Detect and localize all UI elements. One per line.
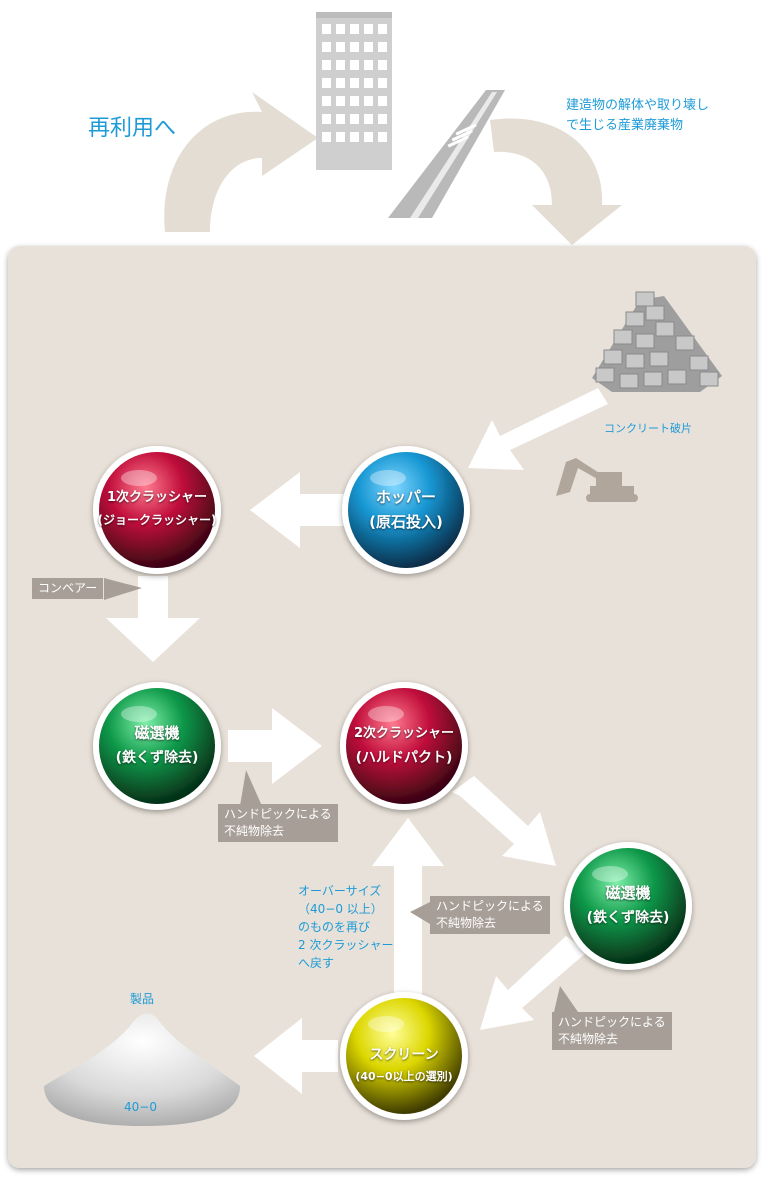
oversize-note-line2: （40−0 以上） [298, 902, 383, 916]
handpick3-tag-line2: 不純物除去 [558, 1032, 619, 1046]
hopper-label: ホッパー (原石投入) [346, 486, 466, 532]
waste-label-line1: 建造物の解体や取り壊し [566, 98, 710, 113]
handpick1-tag-pointer [240, 770, 262, 806]
handpick3-tag-line1: ハンドピックによる [558, 1015, 666, 1029]
crusher2-label-line1: 2次クラッシャー [353, 726, 455, 741]
handpick3-tag: ハンドピックによる 不純物除去 [552, 1012, 672, 1050]
magnet1-label-line1: 磁選機 [134, 724, 180, 742]
handpick1-tag: ハンドピックによる 不純物除去 [218, 804, 338, 842]
conveyor-down-arrow [106, 576, 200, 662]
magnet1-node [93, 682, 221, 810]
handpick2-tag: ハンドピックによる 不純物除去 [430, 896, 550, 934]
oversize-note: オーバーサイズ （40−0 以上） のものを再び 2 次クラッシャー へ戻す [298, 882, 393, 972]
crusher2-node [340, 682, 468, 810]
building-icon [316, 12, 392, 170]
oversize-return-arrow [372, 818, 444, 1010]
hopper-node [342, 446, 470, 574]
product-pile-icon [44, 1013, 240, 1126]
waste-curved-arrow [490, 118, 622, 245]
magnet2-to-screen-arrow [480, 936, 588, 1030]
conveyor-tag-pointer [104, 578, 142, 600]
magnet2-label-line1: 磁選機 [605, 884, 651, 902]
road-icon [388, 90, 505, 218]
reuse-curved-arrow [164, 92, 318, 232]
handpick1-tag-line2: 不純物除去 [224, 824, 285, 838]
oversize-note-line5: へ戻す [298, 956, 335, 970]
hopper-to-crusher1-arrow [250, 472, 344, 548]
handpick2-tag-pointer [410, 902, 430, 924]
concrete-rubble-icon [592, 291, 722, 392]
handpick2-tag-line2: 不純物除去 [436, 916, 497, 930]
crusher2-to-magnet2-arrow [452, 776, 556, 866]
magnet2-node [564, 842, 692, 970]
crusher1-label-line2: (ジョークラッシャー) [97, 513, 217, 527]
crusher2-label-line2: (ハルドパクト) [355, 750, 453, 766]
magnet1-label: 磁選機 (鉄くず除去) [97, 722, 217, 767]
crusher1-label: 1次クラッシャー (ジョークラッシャー) [92, 486, 222, 528]
concrete-label: コンクリート破片 [604, 422, 692, 435]
handpick2-tag-line1: ハンドピックによる [436, 899, 544, 913]
crusher1-node [93, 446, 221, 574]
reuse-label: 再利用へ [88, 116, 177, 141]
waste-label-line2: で生じる産業廃棄物 [566, 118, 684, 133]
screen-node [340, 992, 468, 1120]
excavator-icon [556, 458, 638, 502]
screen-label-line2: (40−0以上の選別) [355, 1070, 453, 1083]
oversize-note-line4: 2 次クラッシャー [298, 938, 394, 952]
screen-label-line1: スクリーン [369, 1047, 439, 1063]
screen-label: スクリーン (40−0以上の選別) [339, 1044, 469, 1084]
handpick3-tag-pointer [554, 986, 578, 1012]
crusher1-label-line1: 1次クラッシャー [106, 490, 208, 505]
oversize-note-line1: オーバーサイズ [298, 884, 382, 898]
product-title: 製品 [130, 992, 155, 1006]
magnet2-label: 磁選機 (鉄くず除去) [568, 882, 688, 927]
magnet2-label-line2: (鉄くず除去) [586, 910, 670, 926]
magnet1-to-crusher2-arrow [228, 708, 322, 784]
handpick1-tag-line1: ハンドピックによる [224, 807, 332, 821]
screen-to-product-arrow [254, 1018, 338, 1094]
hopper-label-line2: (原石投入) [369, 513, 443, 531]
oversize-note-line3: のものを再び [298, 920, 371, 934]
product-size: 40−0 [124, 1100, 157, 1114]
hopper-label-line1: ホッパー [375, 488, 436, 506]
crusher2-label: 2次クラッシャー (ハルドパクト) [339, 722, 469, 767]
rubble-to-hopper-arrow [468, 388, 608, 470]
magnet1-label-line2: (鉄くず除去) [115, 750, 199, 766]
conveyor-tag: コンベアー [32, 578, 104, 599]
